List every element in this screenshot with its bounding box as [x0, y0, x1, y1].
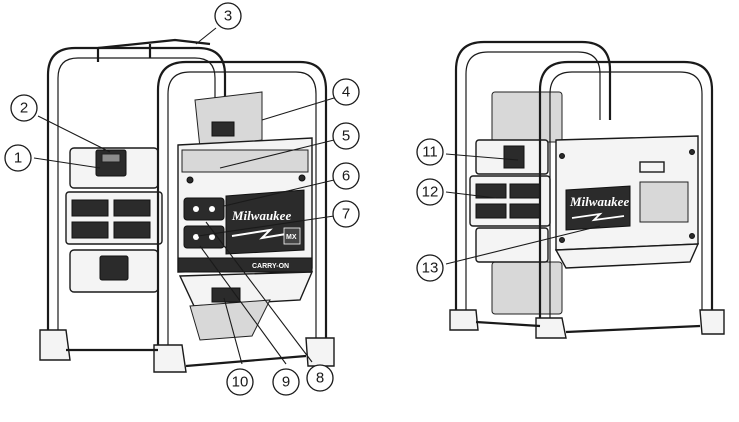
leader-1: [33, 157, 101, 169]
rear-view-front-frame: [538, 60, 714, 330]
svg-text:10: 10: [232, 374, 249, 391]
leader-4: [261, 97, 335, 121]
svg-text:12: 12: [422, 184, 439, 201]
brand-panel: Milwaukee MX: [225, 189, 305, 255]
callout-7: 7: [332, 200, 360, 228]
callout-3: 3: [214, 2, 242, 30]
leader-2: [37, 115, 111, 153]
svg-text:1: 1: [14, 150, 22, 167]
callout-1: 1: [4, 144, 32, 172]
callout-6: 6: [332, 162, 360, 190]
top-cover: [194, 91, 263, 149]
callout-4: 4: [332, 78, 360, 106]
carry-on-bar: CARRY-ON: [177, 257, 313, 273]
svg-text:11: 11: [422, 144, 438, 161]
callouts: 1 2 3 4 5 6 7 8 9 10 11 12 13: [4, 2, 444, 396]
brand-logo: Milwaukee: [231, 208, 291, 223]
svg-text:2: 2: [20, 100, 28, 117]
callout-9: 9: [272, 368, 300, 396]
ac-outlet-upper: [183, 197, 225, 221]
leader-12: [445, 191, 497, 199]
lower-tray: [178, 271, 314, 341]
front-view-front-frame: [156, 60, 328, 360]
leader-3: [195, 27, 217, 45]
leader-7: [197, 215, 335, 237]
ac-outlet-lower: [183, 225, 225, 249]
front-view: Milwaukee MX CARRY-ON: [39, 38, 335, 373]
callout-13: 13: [416, 254, 444, 282]
top-handle: [97, 38, 211, 50]
callout-10: 10: [226, 368, 254, 396]
callout-11: 11: [416, 138, 444, 166]
svg-text:6: 6: [342, 168, 350, 185]
rear-panel: Milwaukee: [554, 135, 700, 269]
left-battery-housing: [65, 147, 163, 293]
callout-5: 5: [332, 122, 360, 150]
leader-6: [223, 179, 335, 207]
left-vent-grille: [71, 199, 151, 239]
svg-text:13: 13: [422, 260, 439, 277]
rear-view: Milwaukee: [449, 40, 725, 339]
svg-text:5: 5: [342, 128, 350, 145]
rear-brand-logo: Milwaukee: [569, 194, 629, 209]
svg-text:3: 3: [224, 8, 232, 25]
front-view-feet: [39, 329, 335, 373]
svg-text:4: 4: [342, 84, 350, 101]
leader-13: [445, 225, 601, 265]
leader-8: [205, 221, 313, 363]
front-view-rear-frame: [46, 44, 227, 330]
leader-5: [219, 139, 335, 169]
leader-10: [223, 297, 243, 365]
rear-view-back-frame: [454, 40, 612, 310]
leader-11: [445, 153, 519, 161]
carry-on-label: CARRY-ON: [252, 263, 289, 270]
rear-view-feet: [449, 309, 725, 339]
rear-brand-panel: Milwaukee: [565, 185, 631, 231]
control-panel: Milwaukee MX CARRY-ON: [177, 137, 313, 273]
callout-12: 12: [416, 178, 444, 206]
mx-badge: MX: [286, 234, 297, 241]
svg-text:7: 7: [342, 206, 350, 223]
callout-8: 8: [306, 364, 334, 392]
callout-2: 2: [10, 94, 38, 122]
leader-9: [199, 245, 287, 365]
svg-text:9: 9: [282, 374, 290, 391]
leader-lines: [33, 27, 601, 365]
rear-side-housing: [469, 139, 551, 263]
svg-text:8: 8: [316, 370, 324, 387]
rear-battery-block: [491, 91, 563, 315]
